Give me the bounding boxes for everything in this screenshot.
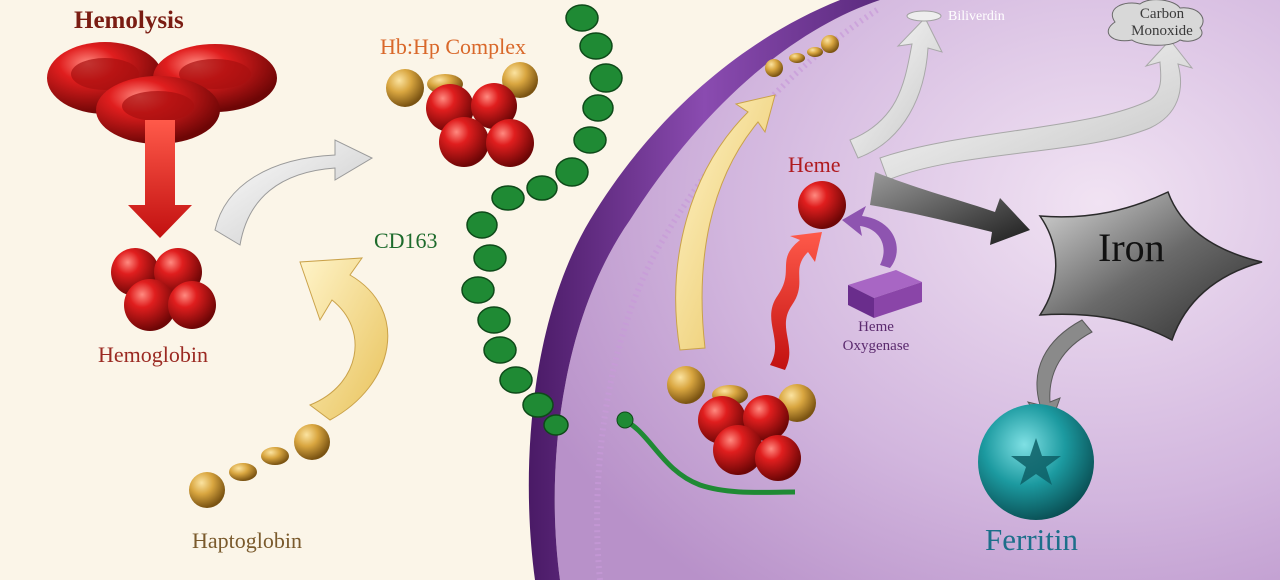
biliverdin-molecule — [906, 10, 942, 22]
heme-oxygenase-line2: Oxygenase — [842, 337, 910, 354]
haptoglobin-molecule — [189, 424, 330, 508]
complex-formation-arrow — [214, 139, 374, 246]
hemolysis-arrow — [128, 120, 192, 238]
oxygenase-arrow — [842, 206, 897, 268]
carbon-monoxide-line1: Carbon — [1139, 6, 1185, 22]
biliverdin-label: Biliverdin — [948, 9, 1005, 24]
hemoglobin-label: Hemoglobin — [98, 342, 208, 367]
hemoglobin-molecule — [111, 248, 216, 331]
recycled-haptoglobin — [765, 35, 839, 77]
iron-label: Iron — [1098, 225, 1165, 270]
ferritin-label: Ferritin — [985, 522, 1078, 557]
red-blood-cells — [47, 42, 277, 144]
heme-oxygenase-line1: Heme — [858, 319, 894, 335]
iron-release-arrow — [870, 172, 1030, 245]
carbon-monoxide-arrow — [879, 39, 1194, 181]
biliverdin-arrow — [849, 17, 943, 159]
heme-oxygenase-block — [848, 270, 922, 318]
heme-label: Heme — [788, 152, 841, 177]
internalized-receptor — [618, 415, 796, 495]
hb-hp-complex — [386, 62, 538, 167]
hb-hp-complex-label: Hb:Hp Complex — [380, 34, 527, 59]
carbon-monoxide-cloud — [1108, 0, 1204, 46]
heme-molecule — [798, 181, 846, 229]
cd163-receptor — [461, 4, 623, 436]
ferritin-star-icon — [1011, 438, 1061, 485]
heme-oxygenase-label: Heme Oxygenase — [838, 318, 914, 356]
cd163-label: CD163 — [374, 228, 438, 253]
hemolysis-label: Hemolysis — [74, 7, 184, 34]
heme-release-arrow — [770, 232, 822, 370]
cell-membrane — [528, 0, 880, 580]
iron-star — [1038, 190, 1263, 342]
membrane-bilayer — [594, 5, 882, 580]
haptoglobin-label: Haptoglobin — [192, 528, 302, 553]
carbon-monoxide-label: Carbon Monoxide — [1112, 6, 1212, 39]
internalized-complex — [667, 366, 816, 481]
carbon-monoxide-line2: Monoxide — [1131, 22, 1193, 39]
recycling-arrow — [675, 94, 776, 351]
binding-arrow — [299, 257, 389, 421]
